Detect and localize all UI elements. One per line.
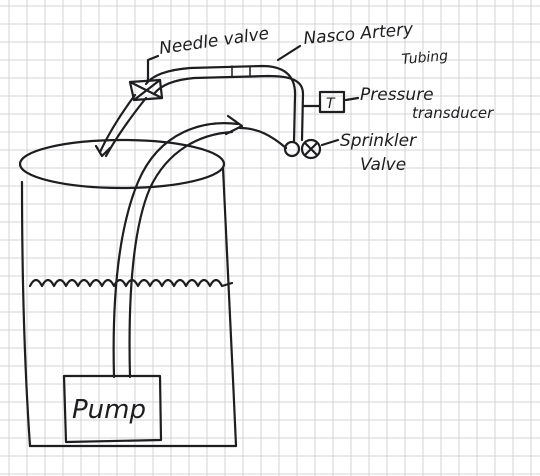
sprinkler-label-line1: Sprinkler	[340, 131, 417, 151]
sprinkler-label-line2: Valve	[360, 155, 406, 175]
pump-label: Pump	[72, 395, 146, 425]
transducer-mark: T	[326, 96, 336, 112]
transducer-label-line2: transducer	[412, 104, 494, 122]
transducer-label-line1: Pressure	[360, 85, 434, 105]
